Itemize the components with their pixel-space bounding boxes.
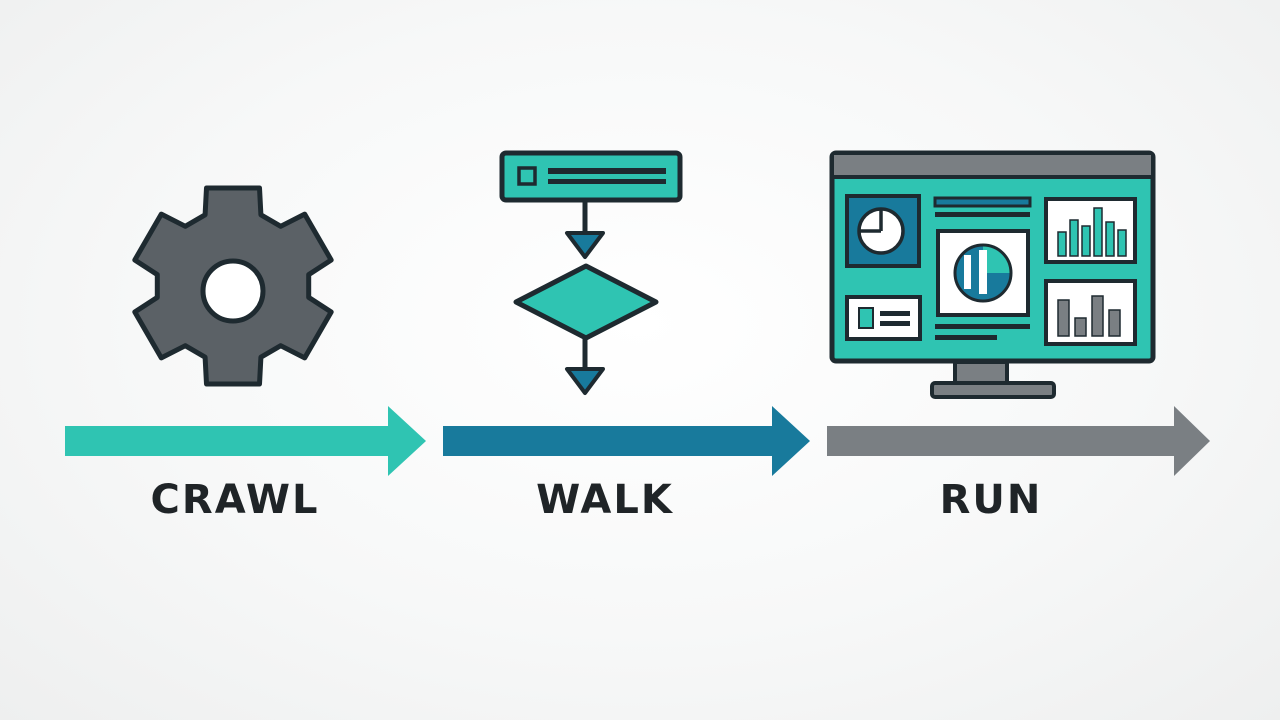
crawl-label: CRAWL (150, 477, 320, 523)
header-text-line-2 (935, 212, 1030, 217)
flowchart-box-square (517, 166, 537, 186)
gear-hole (200, 258, 266, 324)
run-arrow (827, 406, 1210, 476)
monitor-neck (953, 360, 1009, 386)
donut-chart-icon (953, 243, 1013, 303)
text-card-panel (845, 295, 922, 341)
run-label: RUN (939, 477, 1043, 523)
footer-text-line-1 (935, 324, 1030, 329)
crawl-arrow (65, 406, 426, 476)
flowchart-decision-diamond (513, 263, 659, 341)
flowchart-icon (499, 150, 683, 395)
walk-arrow (443, 406, 810, 476)
walk-label: WALK (536, 477, 674, 523)
flowchart-arrowhead-2 (565, 367, 605, 395)
monitor-base (930, 381, 1056, 399)
gray-bar-chart-icon (1057, 295, 1121, 337)
text-card-line-1 (880, 311, 910, 316)
text-card-line-2 (880, 321, 910, 326)
flowchart-box-line-1 (548, 168, 666, 174)
teal-bar-chart-icon (1057, 207, 1127, 257)
header-text-line-1 (933, 196, 1032, 208)
footer-text-line-2 (935, 335, 997, 340)
dashboard-monitor-icon (829, 150, 1156, 399)
monitor-title-bar (834, 155, 1151, 177)
text-card-swatch (858, 307, 874, 329)
gear-icon (132, 185, 334, 387)
small-pie-chart-icon (857, 207, 905, 255)
flowchart-box-line-2 (548, 179, 666, 184)
flowchart-arrowhead-1 (565, 231, 605, 259)
flowchart-process-box (499, 150, 683, 203)
